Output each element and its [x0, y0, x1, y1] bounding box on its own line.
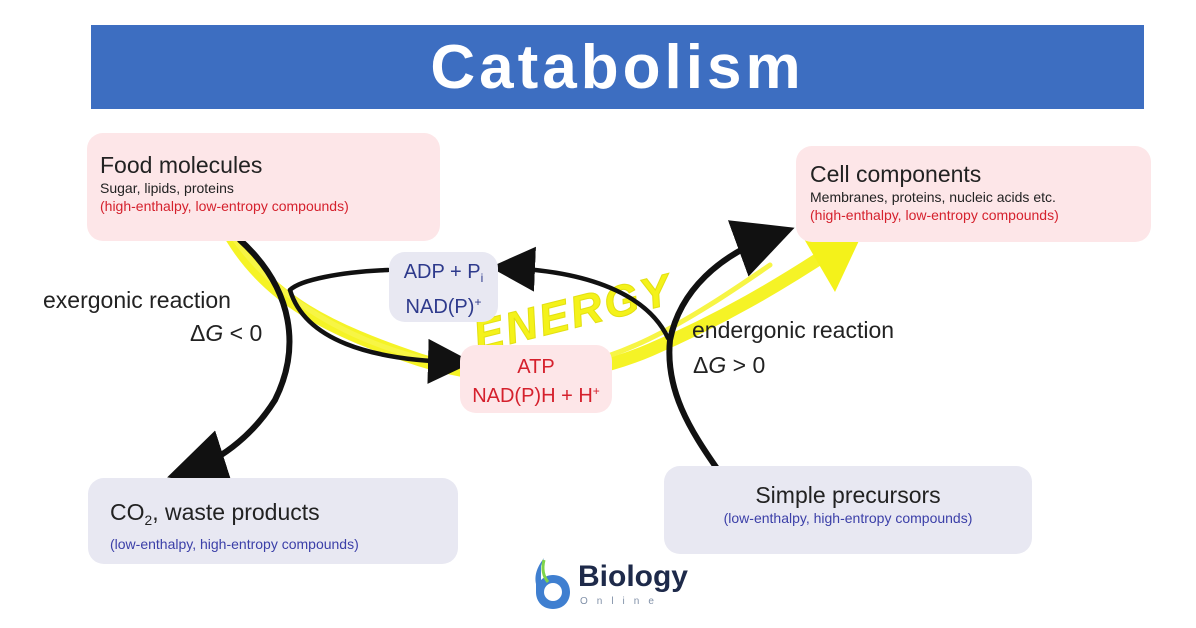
logo-mark-icon: [535, 558, 570, 609]
cell-subtitle: Membranes, proteins, nucleic acids etc.: [810, 189, 1056, 205]
adp-text: ADP + P: [403, 261, 481, 283]
food-molecules-box: Food molecules Sugar, lipids, proteins (…: [87, 133, 440, 241]
adp-subscript: i: [480, 271, 484, 286]
exergonic-label: exergonic reaction: [43, 287, 231, 313]
endergonic-relation: > 0: [726, 352, 766, 378]
exergonic-delta-g: ΔG < 0: [190, 318, 262, 348]
biology-online-logo: Biology Online: [530, 556, 720, 612]
adp-box: ADP + Pi NAD(P)+: [389, 252, 498, 322]
loop-to-atp: [287, 287, 473, 384]
logo-word: Biology: [578, 560, 688, 593]
atp-box: ATP NAD(P)H + H+: [460, 345, 612, 413]
co2-subscript: 2: [144, 512, 153, 528]
co2-waste-box: CO2, waste products (low-enthalpy, high-…: [88, 478, 458, 564]
endergonic-label: endergonic reaction: [692, 317, 895, 343]
atp-line2: NAD(P)H + H+: [460, 379, 612, 408]
simple-note: (low-enthalpy, high-entropy compounds): [723, 510, 973, 526]
co2-note: (low-enthalpy, high-entropy compounds): [110, 535, 359, 552]
loop-from-left: [287, 267, 391, 293]
cell-components-box: Cell components Membranes, proteins, nuc…: [796, 146, 1151, 242]
food-title: Food molecules: [100, 152, 263, 178]
exergonic-relation: < 0: [223, 320, 263, 346]
exergonic-arrow: [167, 237, 293, 488]
food-subtitle: Sugar, lipids, proteins: [100, 180, 234, 196]
nadp-superscript: +: [474, 295, 482, 310]
adp-line2: NAD(P)+: [389, 290, 498, 319]
simple-title: Simple precursors: [755, 482, 941, 508]
endergonic-delta-g: ΔG > 0: [693, 350, 765, 380]
endergonic-arrow: [666, 220, 795, 473]
nadp-text: NAD(P): [405, 296, 475, 319]
nadph-superscript: +: [592, 384, 600, 398]
cell-note: (high-enthalpy, low-entropy compounds): [810, 207, 1059, 223]
atp-line1: ATP: [517, 356, 555, 378]
cell-title: Cell components: [810, 161, 982, 187]
co2-rest: , waste products: [152, 499, 320, 525]
co2-prefix: CO: [110, 499, 145, 525]
exergonic-g: G: [205, 320, 224, 346]
food-note: (high-enthalpy, low-entropy compounds): [100, 198, 349, 214]
simple-precursors-box: Simple precursors (low-enthalpy, high-en…: [664, 466, 1032, 554]
exergonic-delta: Δ: [190, 320, 206, 346]
endergonic-g: G: [708, 352, 727, 378]
logo-subword: Online: [580, 596, 663, 607]
title-banner: Catabolism: [91, 25, 1144, 109]
endergonic-delta: Δ: [693, 352, 709, 378]
adp-line1: ADP + Pi: [389, 260, 498, 290]
page-title: Catabolism: [430, 32, 805, 102]
co2-title: CO2, waste products: [110, 498, 458, 535]
loop-to-adp: [490, 246, 671, 341]
nadph-text: NAD(P)H + H: [472, 385, 593, 408]
